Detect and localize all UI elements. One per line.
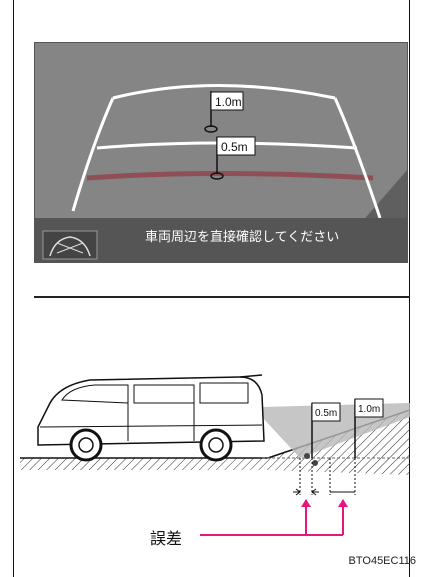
van-body-line	[39, 424, 263, 428]
check-surroundings-message: 車両周辺を直接確認してください	[145, 230, 340, 245]
camera-screen: 1.0m 0.5m	[34, 42, 408, 263]
flag-near-sign	[216, 136, 256, 156]
error-callout-right-arrowhead	[338, 499, 348, 507]
page-frame	[13, 0, 410, 577]
van-middle-window	[133, 384, 195, 404]
guide-left-line	[71, 97, 115, 212]
guide-right-line	[333, 97, 382, 219]
guide-lines-icon	[49, 236, 91, 257]
image-code: BTO45EC116	[348, 555, 416, 567]
section-divider	[34, 296, 410, 298]
flag-base-far	[204, 125, 218, 133]
flag-far-label: 1.0m	[215, 95, 242, 109]
flag-base-near	[210, 172, 224, 180]
side-flag-far-sign	[354, 398, 384, 418]
camera-guide-graphic: 1.0m 0.5m	[35, 43, 407, 262]
ground-flat-hatch	[20, 458, 268, 470]
van-front-window	[61, 384, 129, 404]
flag-near-label: 0.5m	[221, 140, 248, 154]
side-flag-near-sign	[311, 402, 341, 422]
side-flag-near-label: 0.5m	[315, 408, 337, 419]
guide-toggle-button[interactable]	[42, 230, 98, 260]
error-label: 誤差	[150, 529, 183, 548]
error-arrow-right-1	[311, 488, 319, 496]
error-callout-left-arrowhead	[301, 499, 311, 507]
flag-far-sign	[210, 91, 244, 111]
van-rear-hub	[208, 437, 224, 453]
actual-point-near	[304, 453, 310, 459]
van-rear-window	[199, 382, 249, 404]
side-view-illustration: 0.5m 1.0m	[20, 374, 411, 536]
projected-point-near	[312, 460, 318, 466]
side-flag-far-label: 1.0m	[358, 404, 380, 415]
van-front-hub	[78, 437, 94, 453]
van-spoiler	[239, 374, 263, 378]
guide-cross-icon	[56, 242, 84, 254]
error-arrow-left-1	[293, 488, 301, 496]
guide-far-arc	[112, 84, 336, 100]
